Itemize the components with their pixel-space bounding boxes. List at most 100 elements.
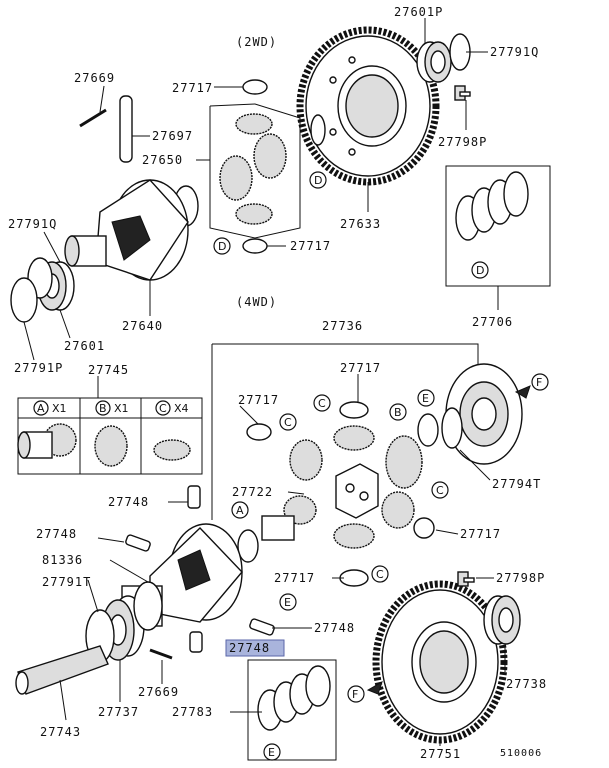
label-27738: 27738 xyxy=(506,677,547,691)
arrow-f-top xyxy=(514,385,531,399)
diff-case-27640 xyxy=(64,179,189,281)
callout-a: A xyxy=(236,504,244,517)
kit-letter-c: C xyxy=(159,402,167,415)
pin-27669-top xyxy=(79,108,107,128)
bolt-27798p-bottom xyxy=(457,571,475,587)
washer-e-4wd xyxy=(417,413,439,447)
callout-d-2: D xyxy=(218,240,226,253)
pin-27748-b xyxy=(125,534,151,552)
label-27717-a: 27717 xyxy=(172,81,213,95)
washer-27717-top-4wd xyxy=(339,401,369,419)
kit-box-27745: A X1 B X1 C X4 xyxy=(17,397,203,475)
label-27633: 27633 xyxy=(340,217,381,231)
label-27791t: 27791T xyxy=(42,575,91,589)
washer-27717-2wd-bottom xyxy=(242,238,268,254)
kit-circle-c xyxy=(155,400,171,416)
side-gear-b xyxy=(385,435,423,489)
label-27798p-bottom: 27798P xyxy=(496,571,545,585)
label-27743: 27743 xyxy=(40,725,81,739)
pin-27669-bottom xyxy=(149,648,173,660)
label-27748-b: 27748 xyxy=(36,527,77,541)
arrow-f-bottom xyxy=(366,680,383,695)
ring-gear-2wd xyxy=(296,26,440,186)
cover-4wd xyxy=(441,363,523,465)
callout-f-1: F xyxy=(536,376,542,389)
callout-e-2: E xyxy=(284,596,291,609)
label-27791p: 27791P xyxy=(14,361,63,375)
seal-ring-4wd xyxy=(237,529,259,563)
side-gear-c-left xyxy=(289,439,323,481)
shaft-27743 xyxy=(15,645,109,695)
label-27650: 27650 xyxy=(142,153,183,167)
diagram-code: 510006 xyxy=(500,748,542,759)
bolt-27798p-top xyxy=(454,85,471,101)
spring-box-27783 xyxy=(247,659,337,761)
callout-d-3: D xyxy=(476,264,484,277)
label-27737: 27737 xyxy=(98,705,139,719)
callout-e-3: E xyxy=(268,746,275,759)
label-27717-f: 27717 xyxy=(274,571,315,585)
washer-27717-bottom xyxy=(339,569,369,587)
washer-27717-top xyxy=(242,79,268,95)
label-27791q-left: 27791Q xyxy=(8,217,57,231)
pin-27748-c xyxy=(249,618,275,636)
callouts: D D D F F C C C C B E E E A xyxy=(213,171,549,761)
label-27717-d: 27717 xyxy=(238,393,279,407)
highlight-box-27748 xyxy=(225,639,285,657)
washer-27717-right xyxy=(413,517,435,539)
label-81336: 81336 xyxy=(42,553,83,567)
label-27751: 27751 xyxy=(420,747,461,761)
callout-f-2: F xyxy=(352,688,358,701)
label-27745: 27745 xyxy=(88,363,129,377)
side-gear-c-bottom xyxy=(333,523,375,549)
label-27794t: 27794T xyxy=(492,477,541,491)
section-label-4wd: (4WD) xyxy=(236,295,277,309)
label-27601p: 27601P xyxy=(394,5,443,19)
kit-qty-b: X1 xyxy=(114,402,129,415)
label-27669-bottom: 27669 xyxy=(138,685,179,699)
callout-c-2: C xyxy=(284,416,292,429)
pinion-shaft-27697 xyxy=(119,95,133,163)
gear-set-box-27650 xyxy=(209,103,301,239)
callout-e-1: E xyxy=(422,392,429,405)
label-27783: 27783 xyxy=(172,705,213,719)
callout-d-1: D xyxy=(314,174,322,187)
seal-81336 xyxy=(133,581,163,631)
label-27798p-top: 27798P xyxy=(438,135,487,149)
callout-c-1: C xyxy=(318,397,326,410)
kit-circle-b xyxy=(95,400,111,416)
washer-27717-left xyxy=(246,423,272,441)
pin-27748-hl xyxy=(189,631,203,653)
kit-circle-a xyxy=(33,400,49,416)
side-gear-c-top xyxy=(333,425,375,451)
label-27736: 27736 xyxy=(322,319,363,333)
pin-27748-a xyxy=(187,485,201,509)
label-27640: 27640 xyxy=(122,319,163,333)
label-27791q-top: 27791Q xyxy=(490,45,539,59)
bearing-27601p xyxy=(416,41,452,83)
label-27717-e: 27717 xyxy=(460,527,501,541)
label-27722: 27722 xyxy=(232,485,273,499)
kit-qty-c: X4 xyxy=(174,402,189,415)
label-27717-c: 27717 xyxy=(340,361,381,375)
label-27706: 27706 xyxy=(472,315,513,329)
label-27748-highlighted: 27748 xyxy=(229,641,270,655)
label-27601: 27601 xyxy=(64,339,105,353)
snap-ring-2wd xyxy=(310,114,326,146)
shim-27791p xyxy=(10,277,38,323)
callout-c-3: C xyxy=(436,484,444,497)
callout-b: B xyxy=(394,406,402,419)
label-27748-a: 27748 xyxy=(108,495,149,509)
label-27669-top: 27669 xyxy=(74,71,115,85)
bearing-27738 xyxy=(483,595,521,645)
kit-letter-b: B xyxy=(99,402,107,415)
label-27748-c: 27748 xyxy=(314,621,355,635)
kit-qty-a: X1 xyxy=(52,402,67,415)
kit-letter-a: A xyxy=(37,402,45,415)
side-gear-c-right xyxy=(381,491,415,529)
ring-gear-4wd xyxy=(372,580,508,744)
callout-c-4: C xyxy=(376,568,384,581)
part-labels: 27601P 27791Q 27669 27717 27697 27798P 2… xyxy=(8,5,547,761)
spring-box-27706 xyxy=(445,165,551,287)
